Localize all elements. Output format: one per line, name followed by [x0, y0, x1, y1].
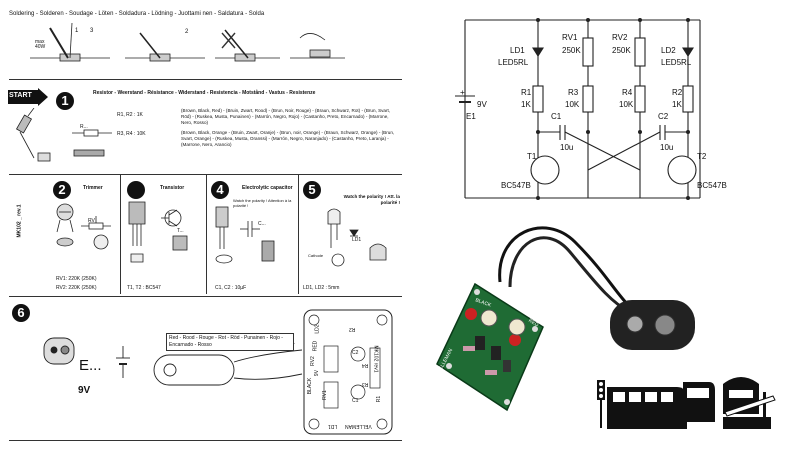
schematic-c2: C2 — [658, 112, 669, 121]
schematic-r2-value: 1K — [672, 100, 682, 109]
soldering-watts: max 40W — [35, 39, 46, 50]
schematic-rv1-value: 250K — [562, 46, 581, 55]
resistor-colors-1: (Brown, Black, Red) - (Bruin, Zwart, Roo… — [181, 108, 391, 125]
schematic-t2-type: BC547B — [697, 181, 727, 190]
schematic-ld1: LD1 — [510, 46, 525, 55]
schematic-rv2-value: 250K — [612, 46, 631, 55]
soldering-illustrations — [30, 22, 345, 62]
schematic-t1-type: BC547B — [501, 181, 531, 190]
soldering-step-3: 3 — [90, 28, 94, 34]
pcb-rv2: RV2 — [309, 356, 316, 366]
step-2-badge: 2 — [53, 181, 71, 199]
pcb-brand: VELLEMAN — [345, 423, 372, 429]
resistor-title: Resistor - Weerstand - Résistance - Wide… — [93, 90, 316, 96]
led-cathode-label: Cathode — [308, 253, 324, 258]
divider — [9, 440, 402, 441]
pcb-ld1: LD1 — [328, 423, 338, 429]
led-parts: LD1, LD2 : 5mm — [303, 285, 340, 291]
pcb-9v: 9V — [314, 369, 321, 377]
transistor-title: Transistor — [160, 185, 185, 191]
schematic-t1: T1 — [527, 152, 537, 161]
pcb-r2: R2 — [349, 326, 356, 332]
schematic-battery-plus: + — [460, 88, 465, 97]
capacitor-illustration — [215, 206, 275, 264]
led-warning: Watch the polarity ! Att. la polarité ! — [343, 194, 400, 205]
soldering-title: Soldering - Solderen - Soudage - Löten -… — [9, 11, 265, 17]
capacitor-symbol-label: C... — [258, 221, 266, 227]
schematic-c2-value: 10u — [660, 143, 674, 152]
divider — [9, 174, 402, 175]
step-4-badge: 4 — [211, 181, 229, 199]
divider — [206, 174, 207, 294]
schematic-t2: T2 — [697, 152, 707, 161]
start-arrow — [8, 88, 48, 106]
pcb-ld2: LD2 — [314, 324, 321, 334]
pcb-c1: C1 — [352, 398, 359, 404]
battery-clip-illustration — [43, 335, 303, 386]
capacitor-title: Electrolytic capacitor — [242, 185, 293, 191]
transistor-illustration — [128, 201, 188, 263]
schematic-r1: R1 — [521, 88, 532, 97]
divider — [9, 79, 402, 80]
pcb-c2: C2 — [352, 350, 359, 356]
divider — [120, 174, 121, 294]
schematic-rv2: RV2 — [612, 33, 628, 42]
step-5-badge: 5 — [303, 181, 321, 199]
soldering-step-1: 1 — [75, 28, 79, 34]
trimmer-title: Trimmer — [83, 185, 103, 191]
transistor-parts: T1, T2 : BC547 — [127, 285, 161, 291]
trimmer-illustration — [56, 203, 111, 250]
step-1-badge: 1 — [56, 92, 74, 110]
capacitor-parts: C1, C2 : 10µF — [215, 285, 247, 291]
pcb-rv1: RV1 — [321, 390, 328, 400]
schematic-r3-value: 10K — [565, 100, 580, 109]
led-symbol-label: LD1 — [352, 237, 362, 243]
step-6-badge: 6 — [12, 304, 30, 322]
pcb-r1: R1 — [376, 395, 383, 403]
schematic-rv1: RV1 — [562, 33, 578, 42]
battery-voltage: 9V — [78, 385, 91, 396]
pcb-red: RED — [312, 340, 319, 352]
soldering-step-2: 2 — [185, 29, 189, 35]
step-3-badge — [127, 181, 145, 199]
schematic-c1-value: 10u — [560, 143, 574, 152]
schematic-c1: C1 — [551, 112, 562, 121]
resistor-ref-2: R3, R4 : 10K — [117, 131, 146, 137]
schematic-battery-ref: E1 — [466, 112, 476, 121]
trimmer-symbol-label: RV — [88, 218, 95, 224]
battery-label: E... — [79, 357, 102, 374]
schematic-ld2: LD2 — [661, 46, 676, 55]
start-label: START — [9, 92, 32, 99]
pcb-layout — [303, 309, 393, 435]
pcb-r4: R4 — [362, 362, 369, 368]
resistor-colors-2: (Brown, Black, Orange - (Bruin, Zwart, O… — [181, 130, 395, 147]
divider — [298, 174, 299, 294]
assembled-kit-photo — [436, 226, 776, 429]
pcb-mk: MK102 rev1 — [372, 345, 379, 373]
schematic-r1-value: 1K — [521, 100, 531, 109]
capacitor-warning: Watch the polarity ! Attention à la pola… — [233, 198, 292, 208]
pcb-r3: R3 — [362, 381, 369, 387]
transistor-symbol-label: T... — [177, 228, 184, 234]
resistor-illustration — [15, 108, 112, 162]
trimmer-parts-2: RV2: 220K (250K) — [56, 285, 97, 291]
resistor-ref-1: R1, R2 : 1K — [117, 112, 143, 118]
divider — [9, 296, 402, 297]
circuit-schematic — [455, 18, 701, 200]
resistor-symbol-label: R... — [80, 124, 88, 130]
schematic-ld2-type: LED5RL — [661, 58, 692, 67]
schematic-ld1-type: LED5RL — [498, 58, 529, 67]
trimmer-parts-1: RV1: 220K (250K) — [56, 276, 97, 282]
schematic-r2: R2 — [672, 88, 683, 97]
pcb-black: BLACK — [307, 377, 314, 395]
schematic-r3: R3 — [568, 88, 579, 97]
schematic-r4-value: 10K — [619, 100, 634, 109]
doc-id: MK102 _ rev.1 — [16, 204, 23, 238]
schematic-battery-voltage: 9V — [477, 100, 487, 109]
schematic-r4: R4 — [622, 88, 633, 97]
led-illustration — [327, 208, 387, 267]
wire-colors: Red - Rood - Rouge - Rot - Röd - Punaine… — [166, 333, 294, 351]
